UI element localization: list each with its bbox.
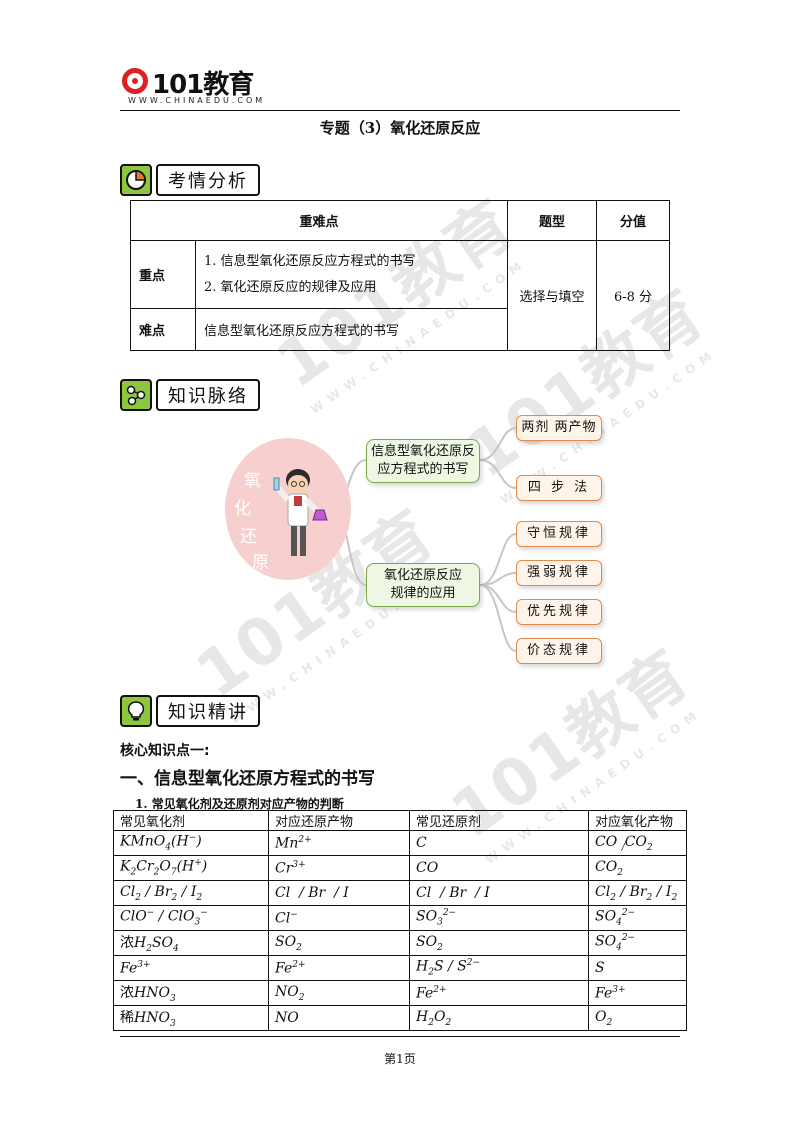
leaf-node: 强弱规律 xyxy=(516,560,602,586)
formula-cell: ClO− / ClO3− xyxy=(113,905,269,931)
table-header: 重难点 xyxy=(130,200,508,241)
formula-cell: SO2 xyxy=(409,930,589,956)
formula-cell: Cl / Br / I xyxy=(409,880,589,906)
page-number: 第1页 xyxy=(384,1052,416,1066)
scientist-illustration xyxy=(273,469,328,556)
table-header: 对应还原产物 xyxy=(268,810,410,831)
footer-rule xyxy=(120,1036,680,1037)
center-char: 化 xyxy=(234,499,251,519)
node-line: 氧化还原反应 xyxy=(383,568,462,583)
node-line: 规律的应用 xyxy=(390,586,456,601)
formula-cell: CO /CO2 xyxy=(588,830,687,856)
node-line: 信息型氧化还原反 xyxy=(370,444,475,459)
logo-url: WWW.CHINAEDU.COM xyxy=(128,96,266,105)
row-label: 难点 xyxy=(130,308,196,351)
section-banner-knowledge-map: 知识脉络 xyxy=(120,378,260,412)
formula-cell: S xyxy=(588,955,687,981)
formula-cell: H2S / S2− xyxy=(409,955,589,981)
center-char: 原 xyxy=(252,553,269,573)
leaf-node: 优先规律 xyxy=(516,599,602,625)
formula-cell: Cl2 / Br2 / I2 xyxy=(588,880,687,906)
logo: 101教育 WWW.CHINAEDU.COM xyxy=(122,62,262,106)
formula-cell: 稀HNO3 xyxy=(113,1005,269,1031)
branch-node-rules: 氧化还原反应 规律的应用 xyxy=(366,563,480,607)
formula-cell: Fe2+ xyxy=(268,955,410,981)
question-type: 选择与填空 xyxy=(507,240,597,351)
logo-ring-icon xyxy=(122,68,148,94)
formula-cell: Fe3+ xyxy=(113,955,269,981)
table-row: Fe3+ Fe2+ H2S / S2− S xyxy=(113,955,687,981)
table-header: 常见氧化剂 xyxy=(113,810,269,831)
center-char: 还 xyxy=(240,527,257,547)
table-row: K2Cr2O7(H+) Cr3+ CO CO2 xyxy=(113,855,687,881)
table-row: 稀HNO3 NO H2O2 O2 xyxy=(113,1005,687,1031)
section-title: 知识脉络 xyxy=(156,379,260,411)
pie-chart-icon xyxy=(120,164,152,196)
score-value: 6-8 分 xyxy=(596,240,670,351)
section-banner-analysis: 考情分析 xyxy=(120,163,260,197)
table-row: ClO− / ClO3− Cl− SO32− SO42− xyxy=(113,905,687,931)
section-banner-knowledge-detail: 知识精讲 xyxy=(120,694,260,728)
molecule-icon xyxy=(120,379,152,411)
formula-cell: K2Cr2O7(H+) xyxy=(113,855,269,881)
table-row: KMnO4(H−) Mn2+ C CO /CO2 xyxy=(113,830,687,856)
formula-cell: CO xyxy=(409,855,589,881)
section-title: 考情分析 xyxy=(156,164,260,196)
leaf-node: 四 步 法 xyxy=(516,475,602,501)
leaf-node: 价态规律 xyxy=(516,638,602,664)
formula-cell: C xyxy=(409,830,589,856)
formula-cell: CO2 xyxy=(588,855,687,881)
formula-cell: NO xyxy=(268,1005,410,1031)
lightbulb-icon xyxy=(120,695,152,727)
table-row: 浓HNO3 NO2 Fe2+ Fe3+ xyxy=(113,980,687,1006)
formula-cell: Cl− xyxy=(268,905,410,931)
redox-table: 常见氧化剂 对应还原产物 常见还原剂 对应氧化产物 KMnO4(H−) Mn2+… xyxy=(113,810,687,1031)
list-item: 2. 氧化还原反应的规律及应用 xyxy=(204,279,377,295)
formula-cell: Fe2+ xyxy=(409,980,589,1006)
node-line: 应方程式的书写 xyxy=(377,462,469,477)
table-header: 常见还原剂 xyxy=(409,810,589,831)
formula-cell: SO2 xyxy=(268,930,410,956)
page-title: 专题（3）氧化还原反应 xyxy=(319,119,481,137)
row-label: 重点 xyxy=(130,240,196,309)
formula-cell: Cl / Br / I xyxy=(268,880,410,906)
logo-text: 101教育 xyxy=(152,70,254,100)
formula-cell: NO2 xyxy=(268,980,410,1006)
table-cell: 1. 信息型氧化还原反应方程式的书写 2. 氧化还原反应的规律及应用 xyxy=(195,240,508,309)
leaf-node: 两剂 两产物 xyxy=(516,415,602,441)
formula-cell: Cl2 / Br2 / I2 xyxy=(113,880,269,906)
formula-cell: Mn2+ xyxy=(268,830,410,856)
formula-cell: 浓HNO3 xyxy=(113,980,269,1006)
center-char: 氧 xyxy=(244,471,261,491)
sub-heading: 1. 常见氧化剂及还原剂对应产物的判断 xyxy=(135,797,344,811)
formula-cell: 浓H2SO4 xyxy=(113,930,269,956)
formula-cell: SO42− xyxy=(588,905,687,931)
table-header: 对应氧化产物 xyxy=(588,810,687,831)
header-rule xyxy=(120,110,680,111)
formula-cell: Cr3+ xyxy=(268,855,410,881)
core-point-label: 核心知识点一: xyxy=(120,743,210,759)
branch-node-equation-writing: 信息型氧化还原反 应方程式的书写 xyxy=(366,439,480,483)
section-title: 知识精讲 xyxy=(156,695,260,727)
formula-cell: KMnO4(H−) xyxy=(113,830,269,856)
formula-cell: H2O2 xyxy=(409,1005,589,1031)
list-item: 信息型氧化还原反应方程式的书写 xyxy=(195,308,508,351)
table-row: Cl2 / Br2 / I2 Cl / Br / I Cl / Br / I C… xyxy=(113,880,687,906)
list-item: 1. 信息型氧化还原反应方程式的书写 xyxy=(204,253,416,269)
analysis-table: 重难点 题型 分值 重点 1. 信息型氧化还原反应方程式的书写 2. 氧化还原反… xyxy=(130,200,670,351)
section-heading: 一、信息型氧化还原方程式的书写 xyxy=(120,769,375,789)
table-row: 浓H2SO4 SO2 SO2 SO42− xyxy=(113,930,687,956)
formula-cell: O2 xyxy=(588,1005,687,1031)
formula-cell: SO32− xyxy=(409,905,589,931)
formula-cell: SO42− xyxy=(588,930,687,956)
formula-cell: Fe3+ xyxy=(588,980,687,1006)
leaf-node: 守恒规律 xyxy=(516,521,602,547)
